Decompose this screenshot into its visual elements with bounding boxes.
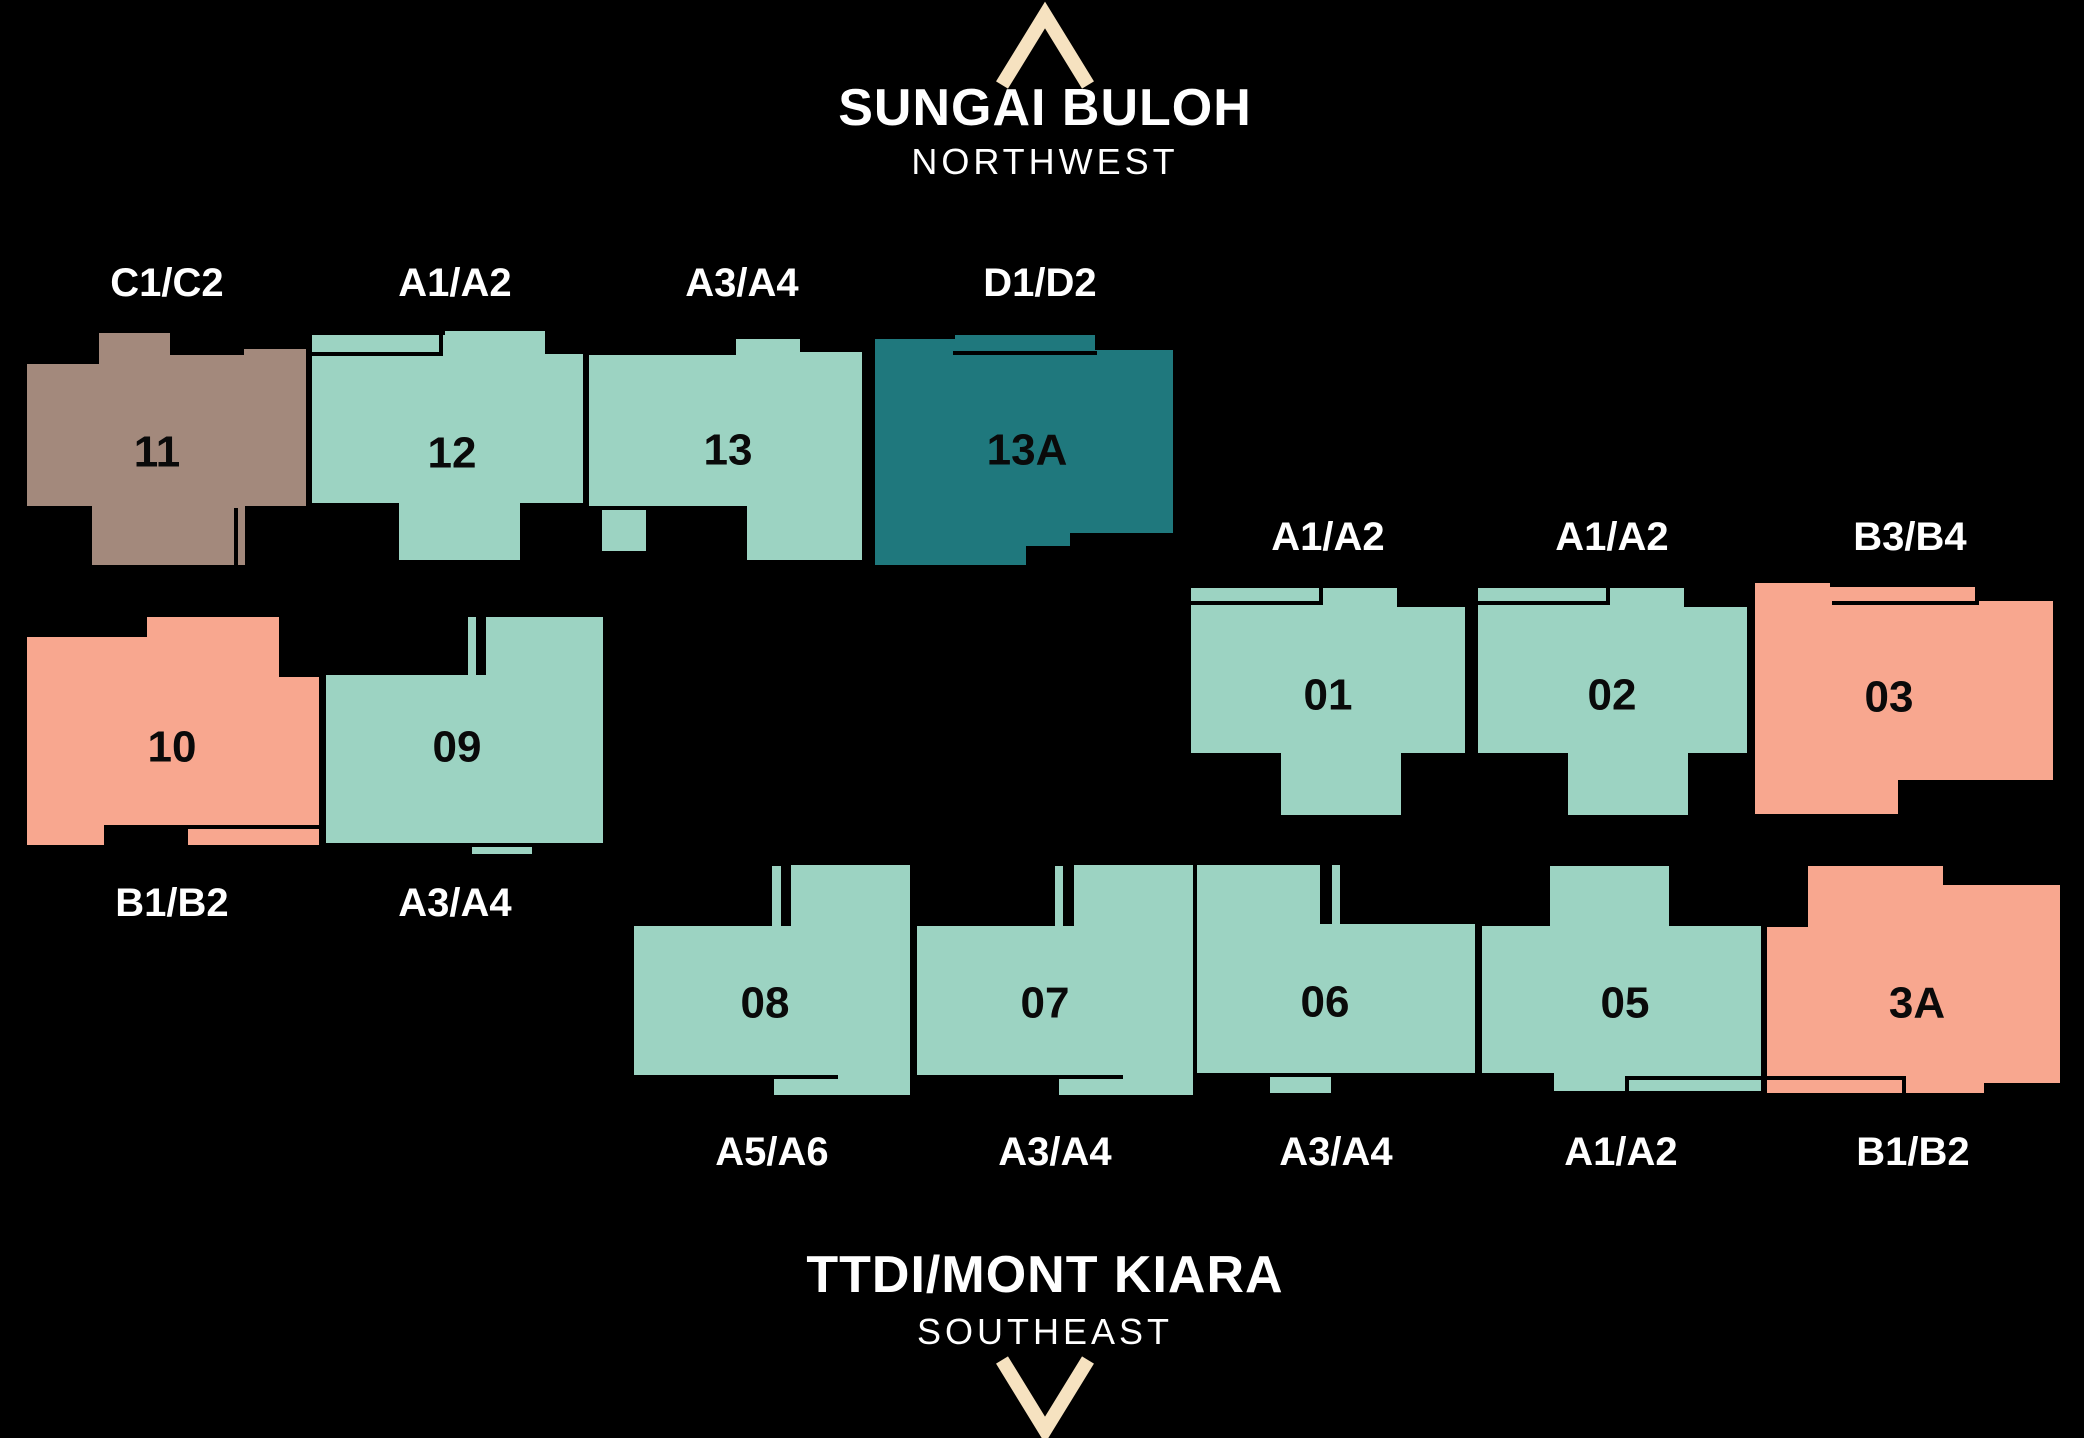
building-06-footprint[interactable] <box>1193 861 1479 1097</box>
building-09-unit-type-label: A3/A4 <box>398 881 512 925</box>
building-13A-number: 13A <box>987 426 1068 475</box>
compass-south-title: TTDI/MONT KIARA <box>806 1246 1283 1304</box>
building-12-number: 12 <box>428 429 477 478</box>
buildings-layer: 11C1/C212A1/A213A3/A413AD1/D210B1/B209A3… <box>23 261 2064 1174</box>
compass-north: SUNGAI BULOH NORTHWEST <box>838 1 1252 182</box>
building-02-unit-type-label: A1/A2 <box>1555 515 1668 559</box>
building-13-unit-type-label: A3/A4 <box>685 261 799 305</box>
building-03-detail-line-1 <box>1832 586 1979 605</box>
building-03-number: 03 <box>1865 673 1914 722</box>
building-3A-unit-type-label: B1/B2 <box>1856 1130 1969 1174</box>
building-3A-detail-line-1 <box>1765 1076 1906 1095</box>
building-06-number: 06 <box>1301 978 1350 1027</box>
building-02-footprint[interactable] <box>1474 584 1751 819</box>
building-13[interactable]: 13 A3/A4 <box>585 261 866 564</box>
compass-north-direction: NORTHWEST <box>911 141 1178 182</box>
building-02-detail-line-1 <box>1476 587 1610 605</box>
building-10-unit-type-label: B1/B2 <box>115 881 228 925</box>
building-02[interactable]: 02 A1/A2 <box>1474 515 1751 819</box>
building-09-footprint[interactable] <box>322 613 607 858</box>
building-10-footprint[interactable] <box>23 613 323 849</box>
building-08-unit-type-label: A5/A6 <box>715 1130 828 1174</box>
south-arrow-icon <box>996 1356 1094 1438</box>
building-05-detail-line-1 <box>1625 1076 1763 1093</box>
building-01-number: 01 <box>1304 671 1353 720</box>
building-11[interactable]: 11 C1/C2 <box>23 261 310 569</box>
building-13A[interactable]: 13A D1/D2 <box>871 261 1177 569</box>
building-01-footprint[interactable] <box>1187 584 1469 819</box>
compass-north-title: SUNGAI BULOH <box>838 79 1252 137</box>
building-05-unit-type-label: A1/A2 <box>1564 1130 1677 1174</box>
building-05-number: 05 <box>1601 979 1650 1028</box>
building-3A-footprint[interactable] <box>1763 862 2064 1097</box>
building-03-unit-type-label: B3/B4 <box>1853 515 1967 559</box>
building-08-number: 08 <box>741 979 790 1028</box>
building-07-unit-type-label: A3/A4 <box>998 1130 1112 1174</box>
north-arrow-icon <box>996 1 1094 89</box>
building-13-footprint[interactable] <box>585 335 866 564</box>
building-3A-number: 3A <box>1889 979 1945 1028</box>
compass-south-direction: SOUTHEAST <box>917 1311 1173 1352</box>
building-06-unit-type-label: A3/A4 <box>1279 1130 1393 1174</box>
building-11-unit-type-label: C1/C2 <box>110 261 223 305</box>
building-01[interactable]: 01 A1/A2 <box>1187 515 1469 819</box>
building-02-number: 02 <box>1588 671 1637 720</box>
building-01-unit-type-label: A1/A2 <box>1271 515 1384 559</box>
building-12-unit-type-label: A1/A2 <box>398 261 511 305</box>
building-03[interactable]: 03 B3/B4 <box>1751 515 2057 818</box>
building-11-number: 11 <box>134 428 181 477</box>
building-13-number: 13 <box>704 426 753 475</box>
building-12-detail-line-1 <box>310 334 443 356</box>
building-13A-unit-type-label: D1/D2 <box>983 261 1096 305</box>
building-10-number: 10 <box>148 723 197 772</box>
building-3A[interactable]: 3A B1/B2 <box>1763 862 2064 1174</box>
building-07-number: 07 <box>1021 979 1070 1028</box>
compass-south: TTDI/MONT KIARA SOUTHEAST <box>806 1246 1283 1438</box>
building-03-footprint[interactable] <box>1751 579 2057 818</box>
building-13A-footprint[interactable] <box>871 331 1177 569</box>
building-01-detail-line-1 <box>1189 587 1323 605</box>
building-09-number: 09 <box>433 723 482 772</box>
